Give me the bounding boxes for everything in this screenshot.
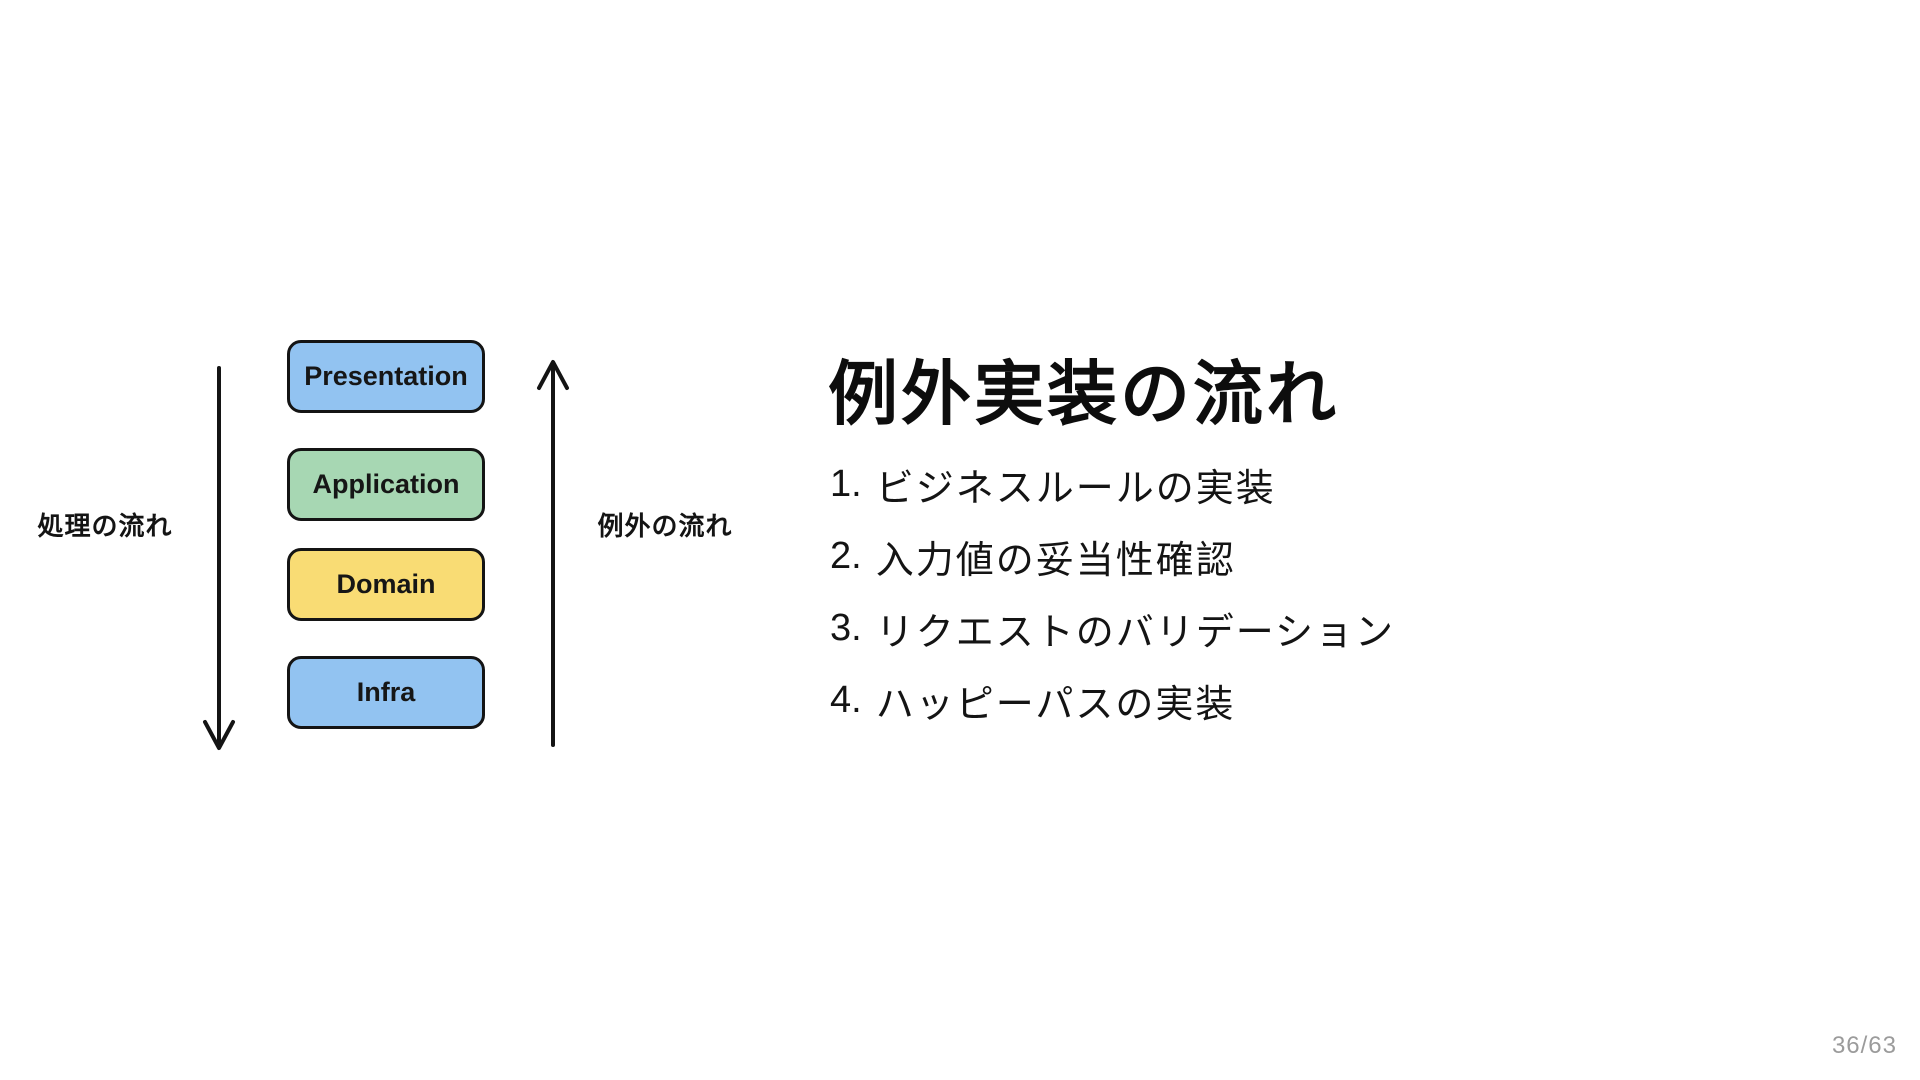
list-item-number: 2. — [830, 534, 862, 577]
exception-flow-label: 例外の流れ — [597, 511, 733, 541]
layer-box-domain: Domain — [287, 548, 485, 621]
layer-box-application: Application — [287, 448, 485, 521]
layer-label-infra: Infra — [356, 677, 416, 707]
layer-label-application: Application — [312, 469, 460, 499]
list-item: 1. ビジネスルールの実装 — [830, 460, 1395, 510]
list-item-text: リクエストのバリデーション — [875, 611, 1395, 654]
up-arrow-icon — [537, 360, 569, 747]
steps-list: 1. ビジネスルールの実装 2. 入力値の妥当性確認 3. リクエストのバリデー… — [830, 460, 1395, 726]
list-item-number: 3. — [830, 606, 862, 649]
layer-box-infra: Infra — [287, 656, 485, 729]
list-item-number: 1. — [830, 462, 862, 505]
layer-label-domain: Domain — [336, 569, 436, 599]
list-item-number: 4. — [830, 678, 862, 721]
list-item: 3. リクエストのバリデーション — [830, 604, 1395, 654]
down-arrow-icon — [203, 366, 235, 750]
list-item: 4. ハッピーパスの実装 — [830, 676, 1395, 726]
layer-box-presentation: Presentation — [287, 340, 485, 413]
list-item-text: ビジネスルールの実装 — [875, 467, 1276, 510]
list-item-text: 入力値の妥当性確認 — [875, 539, 1236, 582]
list-item-text: ハッピーパスの実装 — [875, 683, 1236, 726]
layer-label-presentation: Presentation — [304, 361, 468, 391]
list-item: 2. 入力値の妥当性確認 — [830, 532, 1395, 582]
page-title: 例外実装の流れ — [828, 355, 1339, 433]
page-number: 36/63 — [1831, 1032, 1897, 1059]
processing-flow-label: 処理の流れ — [37, 511, 173, 541]
